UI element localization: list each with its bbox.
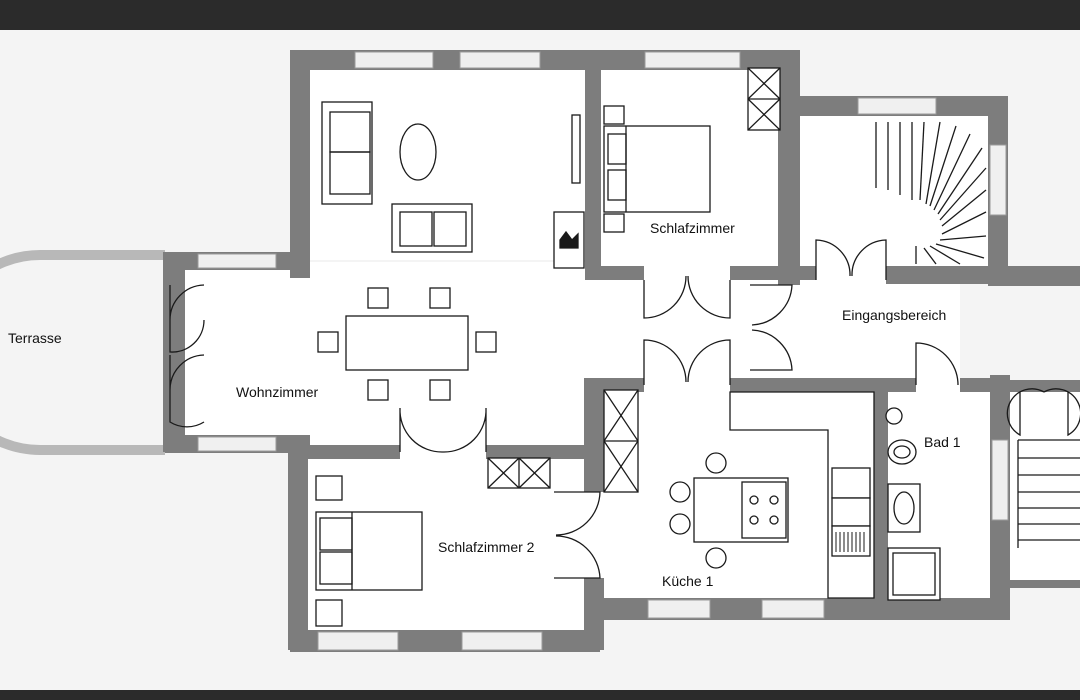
- bottom-bezel: [0, 690, 1080, 700]
- dining-table: [345, 315, 469, 371]
- room-label-entrance: Eingangsbereich: [842, 307, 946, 323]
- room-labels: Terrasse Wohnzimmer Schlafzimmer Eingang…: [8, 220, 961, 589]
- windows: [197, 51, 1009, 651]
- kitchen-appliance: [831, 467, 871, 499]
- room-label-living: Wohnzimmer: [236, 384, 319, 400]
- room-label-bedroom2: Schlafzimmer 2: [438, 539, 535, 555]
- washbasin: [887, 439, 917, 465]
- cooktop: [741, 481, 787, 539]
- coffee-table: [399, 123, 437, 181]
- chair: [475, 331, 497, 353]
- chair: [429, 287, 451, 309]
- stool: [669, 481, 691, 503]
- stool: [669, 513, 691, 535]
- burner: [769, 515, 779, 525]
- stool: [705, 452, 727, 474]
- spiral-stairs: [875, 121, 987, 265]
- toilet: [885, 407, 903, 425]
- chair: [367, 379, 389, 401]
- shower-tray: [887, 547, 941, 601]
- bed-bedroom2: [315, 475, 423, 627]
- stool: [705, 547, 727, 569]
- terrace: [0, 250, 165, 455]
- burner: [749, 515, 759, 525]
- sofa-large: [321, 101, 373, 205]
- chair: [317, 331, 339, 353]
- kitchen-tall-cabinet: [603, 389, 639, 493]
- chair: [367, 287, 389, 309]
- room-label-bedroom: Schlafzimmer: [650, 220, 735, 236]
- stairwell-steps: [1017, 439, 1080, 548]
- tv-unit: [571, 114, 581, 184]
- wardrobe-bedroom: [747, 67, 781, 131]
- room-label-terrace: Terrasse: [8, 330, 62, 346]
- furniture: [315, 67, 941, 627]
- wardrobe-bedroom2: [487, 457, 551, 489]
- sink-drainboard: [835, 532, 865, 552]
- bed-main: [603, 105, 711, 233]
- kitchen-appliance: [831, 497, 871, 527]
- burner: [769, 495, 779, 505]
- chair: [429, 379, 451, 401]
- room-label-bath: Bad 1: [924, 434, 961, 450]
- sofa-small: [391, 203, 473, 253]
- burner: [749, 495, 759, 505]
- room-label-kitchen: Küche 1: [662, 573, 714, 589]
- doors: [169, 239, 1080, 579]
- fireplace-icon: [553, 211, 585, 269]
- top-bezel: [0, 0, 1080, 30]
- bidet: [887, 483, 921, 533]
